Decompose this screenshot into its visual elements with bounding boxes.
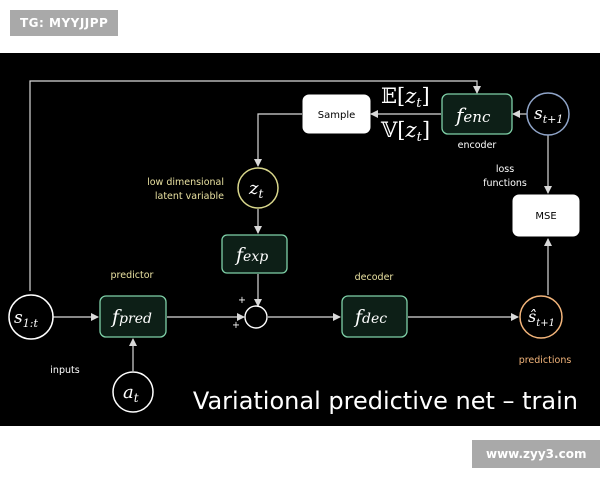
action-sub: t (134, 391, 139, 405)
input-state-s: s (14, 308, 23, 328)
diagram-slide: fenc Sample 𝔼[zt] 𝕍[zt] st+1 encoder los… (0, 53, 600, 426)
decoder-label: decoder (355, 272, 394, 283)
mse-box: MSE (512, 194, 580, 237)
prediction-sub: t+1 (536, 318, 555, 329)
input-state-sub: 1:t (23, 317, 39, 330)
predictor-label: predictor (111, 270, 154, 281)
sample-box: Sample (302, 94, 371, 134)
connections (29, 80, 552, 371)
latent-node: zt (237, 167, 279, 209)
mean-open: [ (397, 84, 405, 108)
latent-label-line1: low dimensional (147, 177, 224, 188)
watermark-top-left: TG: MYYJJPP (10, 10, 119, 36)
prediction-s: ŝ (528, 307, 536, 326)
mean-stat: 𝔼[zt] (381, 84, 430, 111)
svg-text:𝕍[zt]: 𝕍[zt] (380, 118, 430, 145)
svg-text:at: at (123, 382, 139, 405)
loss-label-line1: loss (496, 164, 514, 175)
svg-text:zt: zt (248, 178, 263, 201)
variance-symbol: 𝕍 (380, 118, 398, 142)
plus-top: + (238, 295, 246, 306)
encoder-subscript: enc (463, 108, 491, 126)
expander-f: f (234, 244, 246, 266)
encoder-box: fenc (441, 93, 513, 135)
svg-text:st+1: st+1 (534, 104, 563, 126)
variance-open: [ (397, 118, 405, 142)
mean-symbol: 𝔼 (381, 84, 397, 108)
variance-sub: t (417, 130, 423, 145)
arrow-s-to-encoder (29, 80, 481, 291)
latent-z: z (248, 178, 259, 199)
sample-label: Sample (318, 110, 356, 121)
svg-text:𝔼[zt]: 𝔼[zt] (381, 84, 430, 111)
variance-z: z (405, 118, 418, 142)
svg-text:fexp: fexp (234, 244, 268, 266)
next-state-sub: t+1 (543, 113, 564, 126)
svg-text:ŝt+1: ŝt+1 (528, 307, 555, 329)
mse-label: MSE (535, 211, 556, 222)
decoder-subscript: dec (362, 311, 387, 327)
plus-bottom: + (232, 320, 240, 331)
arrow-sample-to-z (254, 113, 302, 167)
watermark-bottom-right: www.zyy3.com (472, 440, 600, 468)
mean-z: z (404, 84, 417, 108)
mean-sub: t (416, 96, 422, 111)
decoder-box: fdec (341, 295, 408, 338)
svg-text:fenc: fenc (454, 103, 491, 127)
diagram-canvas: fenc Sample 𝔼[zt] 𝕍[zt] st+1 encoder los… (8, 80, 580, 415)
slide-title: Variational predictive net – train (193, 387, 578, 415)
sum-node (244, 305, 268, 329)
prediction-node: ŝt+1 (519, 295, 563, 339)
loss-label-line2: functions (483, 178, 527, 189)
expander-box: fexp (221, 234, 288, 274)
predictor-box: fpred (99, 295, 167, 338)
svg-text:s1:t: s1:t (14, 308, 38, 330)
variance-stat: 𝕍[zt] (380, 118, 430, 145)
decoder-f: f (353, 306, 365, 328)
next-state-s: s (534, 104, 543, 124)
svg-text:fpred: fpred (110, 306, 152, 328)
svg-text:fdec: fdec (353, 306, 387, 328)
input-state-node: s1:t (8, 294, 54, 340)
action-node: at (112, 371, 154, 413)
predictions-label: predictions (519, 355, 572, 366)
predictor-f: f (110, 306, 122, 328)
expander-subscript: exp (243, 249, 268, 265)
next-state-node: st+1 (526, 92, 570, 136)
latent-sub: t (258, 187, 263, 201)
variance-close: ] (422, 118, 430, 142)
predictor-subscript: pred (119, 311, 152, 327)
inputs-label: inputs (50, 365, 79, 376)
mean-close: ] (422, 84, 430, 108)
action-a: a (123, 382, 134, 403)
encoder-label: encoder (458, 140, 497, 151)
latent-label-line2: latent variable (155, 191, 224, 202)
